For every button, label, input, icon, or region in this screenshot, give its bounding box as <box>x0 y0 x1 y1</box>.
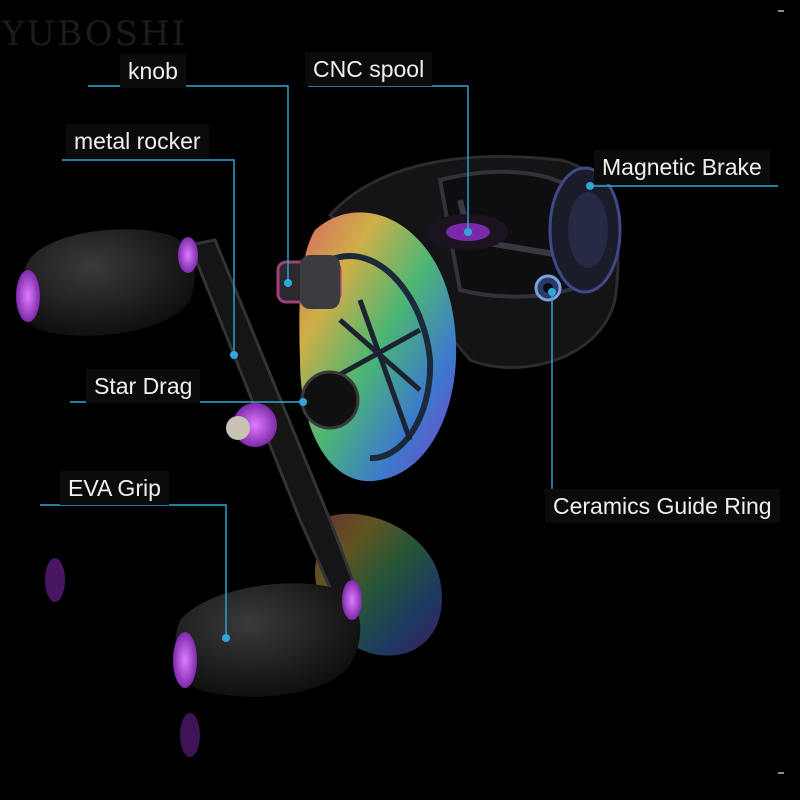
label-ceramics-guide-ring: Ceramics Guide Ring <box>545 489 780 523</box>
label-magnetic-brake: Magnetic Brake <box>594 150 770 184</box>
label-eva-grip: EVA Grip <box>60 471 169 505</box>
label-metal-rocker: metal rocker <box>66 124 209 158</box>
callout-dots <box>222 182 594 642</box>
handle-arm <box>187 238 362 613</box>
label-star-drag: Star Drag <box>86 369 201 403</box>
cnc-spool-callout-line <box>308 85 469 232</box>
metal-rocker-callout-line <box>62 159 235 355</box>
brand-watermark: YUBOSHI <box>2 14 187 54</box>
magnetic-brake <box>548 166 622 294</box>
ceramics-guide-ring <box>534 274 562 302</box>
label-knob: knob <box>120 54 186 88</box>
eva-grip-callout-line <box>40 504 227 638</box>
label-cnc-spool: CNC spool <box>305 52 433 86</box>
corner-mark-top <box>778 10 784 12</box>
eva-grip-lower <box>45 558 362 757</box>
corner-mark-bottom <box>778 772 784 774</box>
eva-grip-upper <box>16 229 198 336</box>
star-drag-assembly <box>276 255 360 430</box>
